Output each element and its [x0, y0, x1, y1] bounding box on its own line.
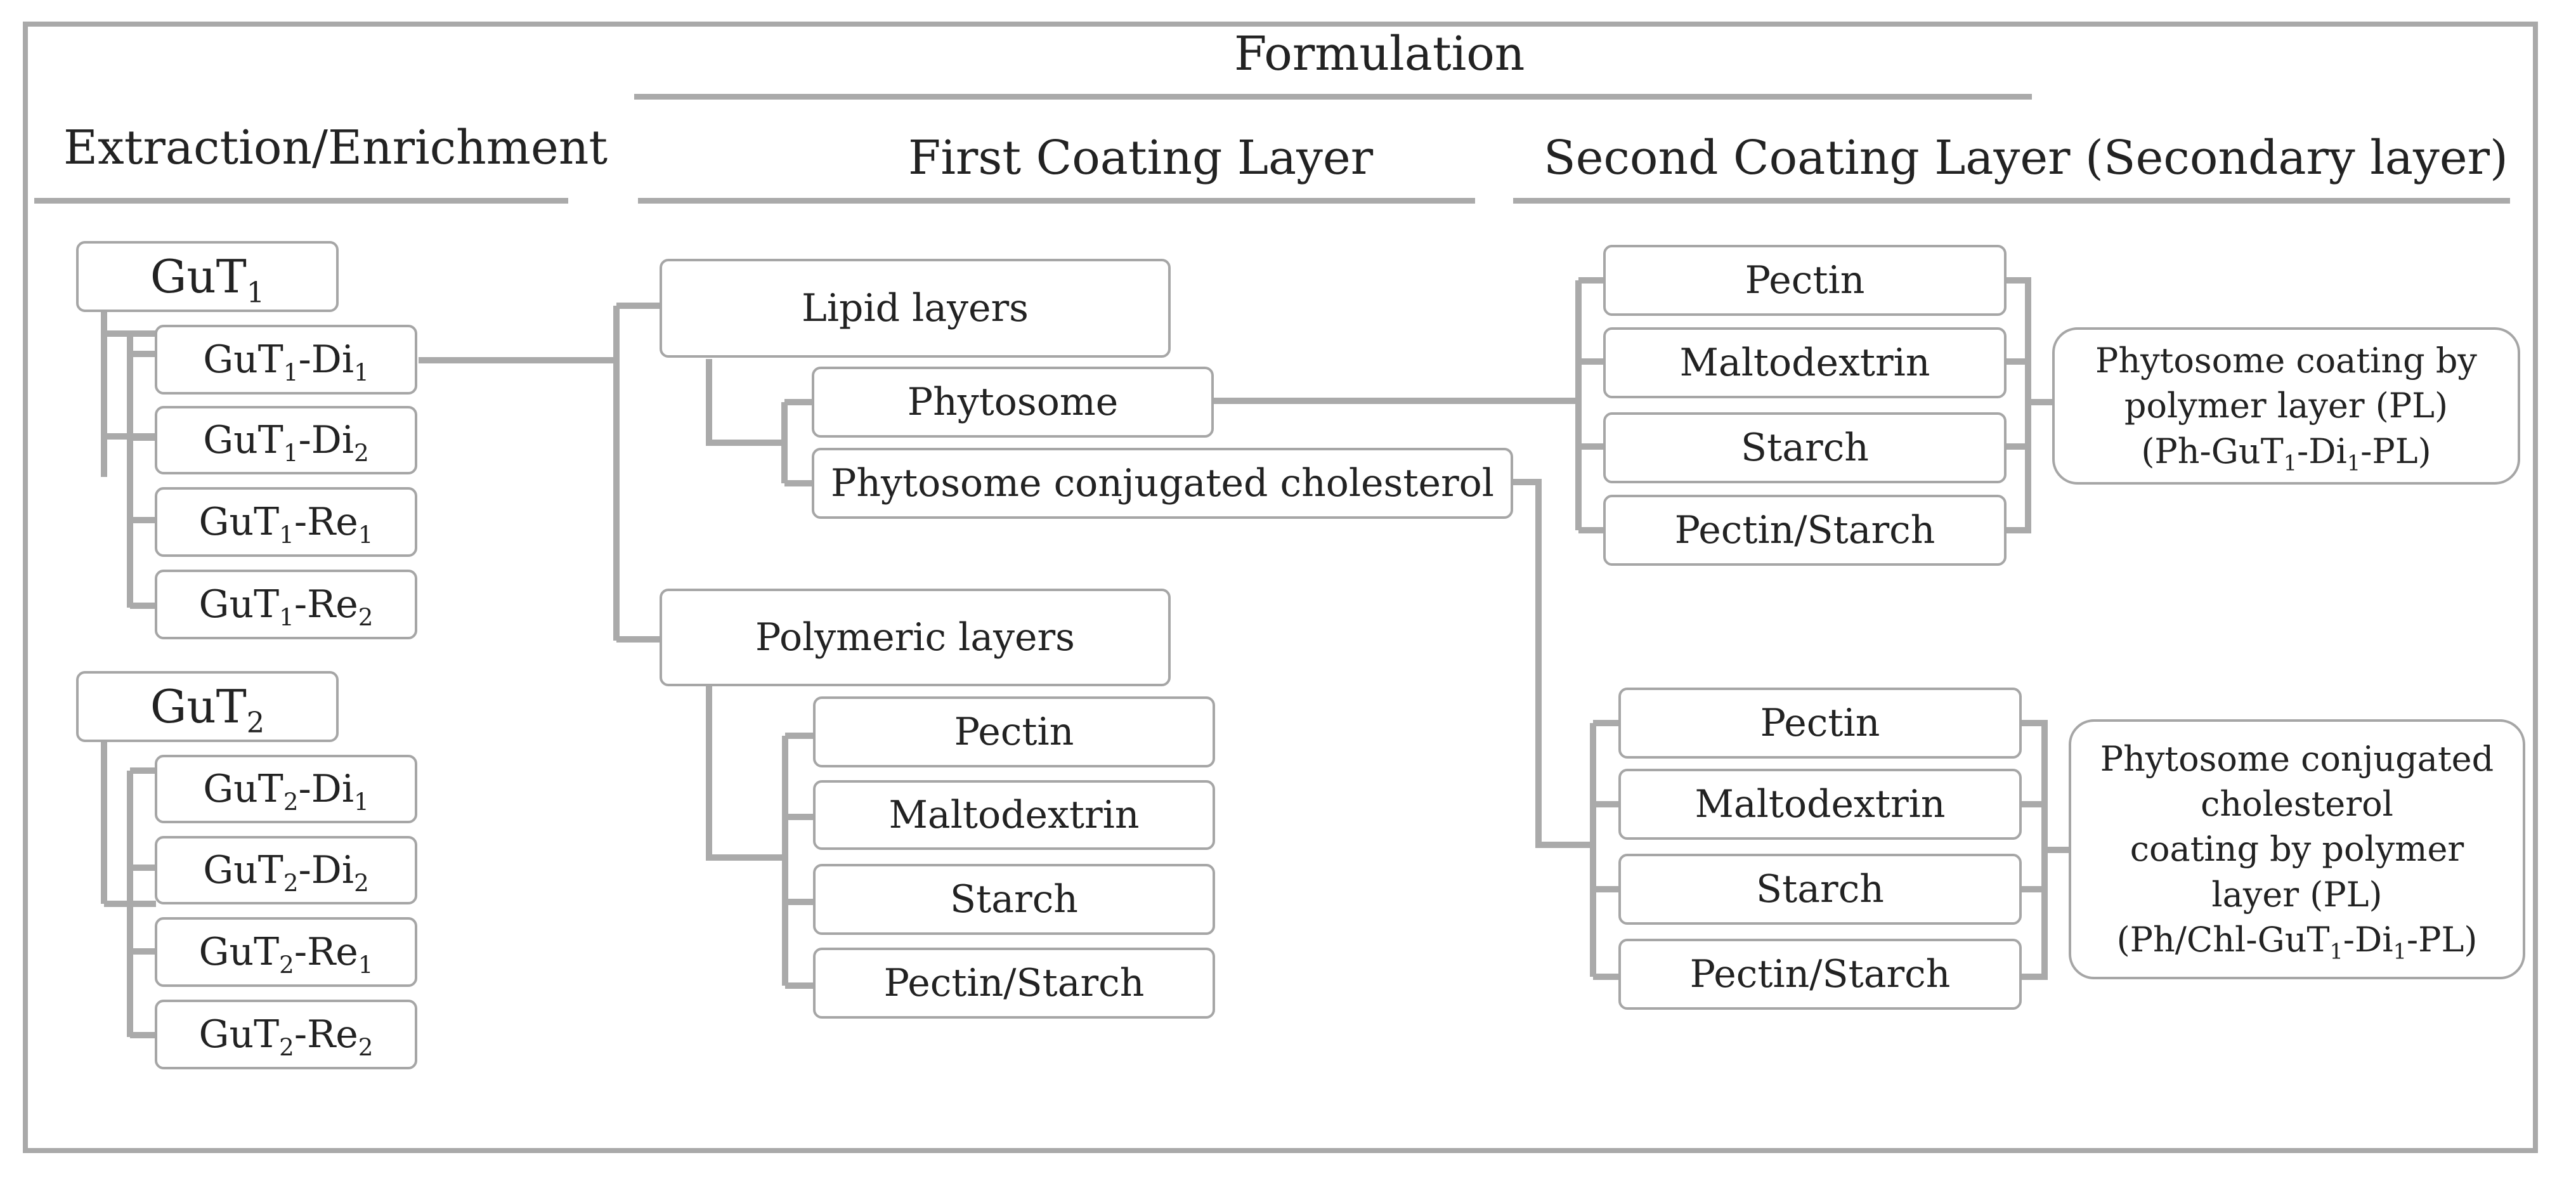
node-phytosome-cholesterol: Phytosome conjugated cholesterol — [812, 448, 1513, 519]
node-polymer-starch: Starch — [813, 864, 1215, 935]
node-gut1-label: GuT1 — [150, 250, 265, 310]
node-note-phytosome-coating: Phytosome coating by polymer layer (PL) … — [2052, 327, 2520, 485]
node-lipid-layers: Lipid layers — [660, 259, 1171, 358]
node-gut1-di1: GuT1-Di1 — [155, 325, 417, 395]
connector-lipid — [706, 359, 813, 486]
connector-phytosome-to-group1 — [1213, 277, 1604, 533]
node-gut2-di2: GuT2-Di2 — [155, 836, 417, 904]
rule-extraction — [34, 198, 568, 204]
node-gut2-di1: GuT2-Di1 — [155, 755, 417, 823]
node-group2-pectin-starch: Pectin/Starch — [1618, 939, 2022, 1010]
node-group2-starch: Starch — [1618, 854, 2022, 925]
node-group1-pectin: Pectin — [1603, 245, 2007, 316]
connector-gut2 — [101, 741, 156, 1038]
node-polymer-maltodextrin: Maltodextrin — [813, 780, 1215, 850]
node-group1-starch: Starch — [1603, 412, 2007, 483]
rule-first-layer — [638, 198, 1475, 204]
node-gut1-re1: GuT1-Re1 — [155, 487, 417, 557]
node-gut2-re2: GuT2-Re2 — [155, 1000, 417, 1069]
node-gut1-di2: GuT1-Di2 — [155, 406, 417, 474]
rule-formulation — [634, 94, 2032, 100]
connector-chol-to-group2 — [1512, 479, 1620, 980]
node-gut1: GuT1 — [76, 241, 339, 312]
connector-extraction-to-first — [419, 303, 661, 643]
node-polymeric-layers: Polymeric layers — [660, 589, 1171, 686]
heading-formulation: Formulation — [1234, 27, 1525, 81]
node-gut1-re2: GuT1-Re2 — [155, 570, 417, 639]
node-note-cholesterol-coating: Phytosome conjugated cholesterol coating… — [2069, 719, 2525, 979]
outer-frame — [23, 22, 2538, 1153]
connector-polymeric — [706, 685, 814, 989]
heading-first-layer: First Coating Layer — [908, 131, 1374, 185]
node-phytosome: Phytosome — [812, 367, 1214, 438]
connector-group1-to-note1 — [2005, 277, 2053, 533]
node-group2-maltodextrin: Maltodextrin — [1618, 769, 2022, 840]
node-polymer-pectin: Pectin — [813, 696, 1215, 767]
node-group2-pectin: Pectin — [1618, 688, 2022, 759]
node-gut2-label: GuT2 — [150, 680, 265, 740]
connector-gut1 — [101, 311, 156, 609]
node-gut2-re1: GuT2-Re1 — [155, 917, 417, 987]
node-group1-pectin-starch: Pectin/Starch — [1603, 495, 2007, 566]
heading-extraction: Extraction/Enrichment — [63, 121, 608, 175]
rule-second-layer — [1513, 198, 2510, 204]
heading-second-layer: Second Coating Layer (Secondary layer) — [1544, 131, 2508, 185]
node-polymer-pectin-starch: Pectin/Starch — [813, 948, 1215, 1019]
node-gut2: GuT2 — [76, 671, 339, 742]
node-group1-maltodextrin: Maltodextrin — [1603, 327, 2007, 398]
connector-group2-to-note2 — [2020, 720, 2069, 980]
